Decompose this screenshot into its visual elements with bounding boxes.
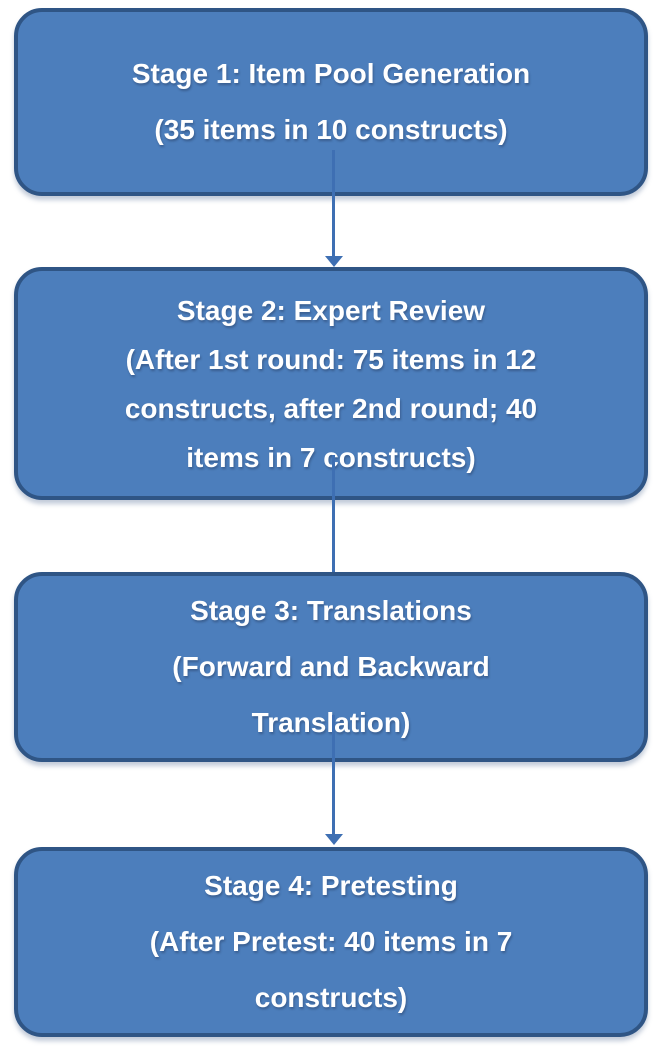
stage-4-box: Stage 4: Pretesting (After Pretest: 40 i… (14, 847, 648, 1037)
arrow-down-icon (325, 834, 343, 845)
stage-3-box: Stage 3: Translations (Forward and Backw… (14, 572, 648, 762)
stage-3-text: Stage 3: Translations (Forward and Backw… (172, 595, 490, 738)
connector-line-3 (332, 715, 335, 835)
stage-1-text: Stage 1: Item Pool Generation (35 items … (131, 58, 531, 145)
connector-line-1 (332, 150, 335, 257)
stage-4-text: Stage 4: Pretesting (After Pretest: 40 i… (149, 870, 513, 1013)
stage-1-box: Stage 1: Item Pool Generation (35 items … (14, 8, 648, 196)
stage-2-text: Stage 2: Expert Review (After 1st round:… (124, 294, 538, 473)
arrow-down-icon (325, 256, 343, 267)
stage-2-box: Stage 2: Expert Review (After 1st round:… (14, 267, 648, 500)
connector-line-2 (332, 455, 335, 572)
